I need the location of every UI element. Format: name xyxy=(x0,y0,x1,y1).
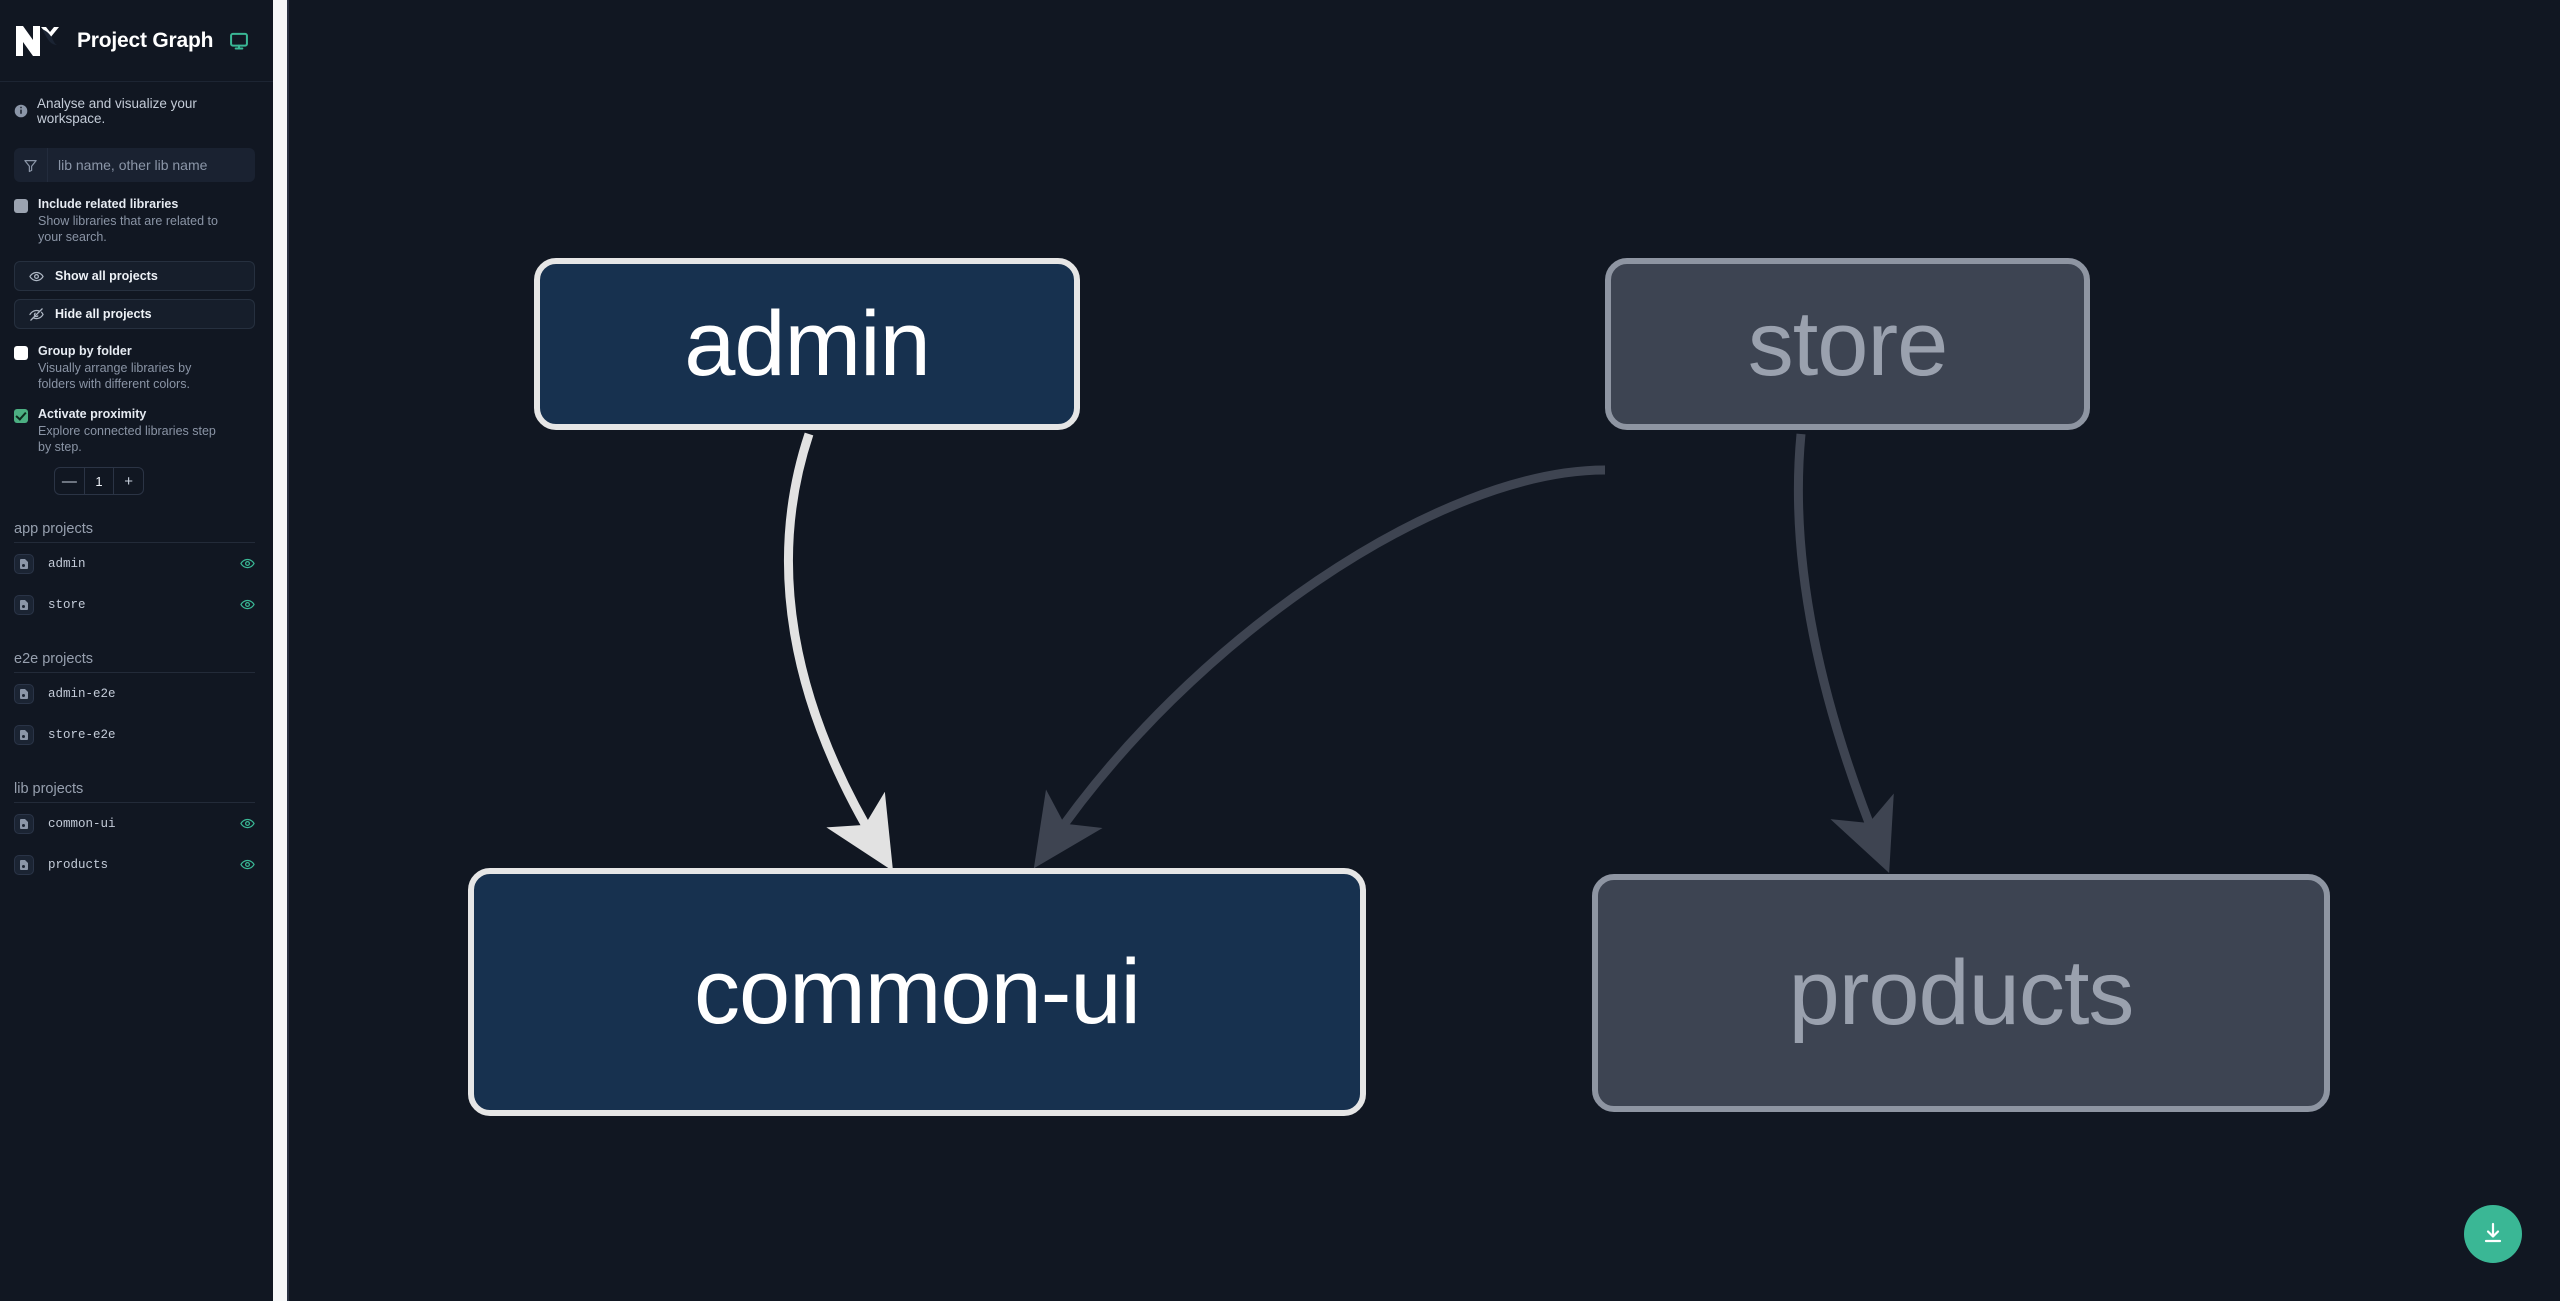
sidebar-scrollbar[interactable] xyxy=(273,0,287,1301)
info-circle-icon xyxy=(14,104,28,118)
graph-node-label: common-ui xyxy=(693,941,1141,1043)
project-name: common-ui xyxy=(48,816,116,831)
project-row-admin-e2e[interactable]: admin-e2e xyxy=(14,673,255,714)
graph-node-common-ui[interactable]: common-ui xyxy=(468,868,1366,1116)
proximity-increment-button[interactable]: + xyxy=(114,468,143,494)
project-row-common-ui[interactable]: common-ui xyxy=(14,803,255,844)
activate-proximity-checkbox[interactable] xyxy=(14,409,28,423)
option-description: Visually arrange libraries by folders wi… xyxy=(38,361,192,391)
project-file-icon xyxy=(14,553,34,574)
project-file-icon xyxy=(14,813,34,834)
sidebar-divider xyxy=(287,0,289,1301)
option-title: Group by folder xyxy=(38,344,132,358)
project-visibility-eye-icon[interactable] xyxy=(240,816,255,831)
tagline-text: Analyse and visualize your workspace. xyxy=(37,96,197,126)
proximity-decrement-button[interactable]: — xyxy=(55,468,84,494)
hide-all-projects-button[interactable]: Hide all projects xyxy=(14,299,255,329)
edge-store-to-common-ui xyxy=(1033,465,1606,869)
group-by-folder-checkbox[interactable] xyxy=(14,346,28,360)
project-file-icon xyxy=(14,854,34,875)
project-row-store[interactable]: store xyxy=(14,584,255,625)
project-name: admin-e2e xyxy=(48,686,116,701)
nx-logo-icon xyxy=(14,24,61,58)
project-row-admin[interactable]: admin xyxy=(14,543,255,584)
option-title: Include related libraries xyxy=(38,197,179,211)
graph-node-label: store xyxy=(1747,293,1949,395)
option-include-related-libraries[interactable]: Include related libraries Show libraries… xyxy=(0,182,273,245)
group-e2e-projects: e2e projects admin-e2e store-e2 xyxy=(0,651,273,755)
eye-off-icon xyxy=(29,307,44,322)
option-title: Activate proximity xyxy=(38,407,147,421)
project-file-icon xyxy=(14,594,34,615)
option-description: Explore connected libraries step by step… xyxy=(38,424,216,454)
project-graph-canvas[interactable]: admin store common-ui products xyxy=(289,0,2560,1301)
page-title: Project Graph xyxy=(77,28,214,52)
graph-node-store[interactable]: store xyxy=(1605,258,2090,430)
proximity-stepper[interactable]: — 1 + xyxy=(54,467,144,495)
proximity-value: 1 xyxy=(83,468,115,494)
graph-node-label: products xyxy=(1788,942,2135,1044)
option-description: Show libraries that are related to your … xyxy=(38,214,218,244)
search-field-wrapper[interactable] xyxy=(14,148,255,182)
project-visibility-eye-icon[interactable] xyxy=(240,597,255,612)
project-name: store xyxy=(48,597,86,612)
edge-admin-to-common-ui xyxy=(783,432,894,872)
include-related-libraries-checkbox[interactable] xyxy=(14,199,28,213)
project-visibility-eye-icon[interactable] xyxy=(240,857,255,872)
funnel-filter-icon xyxy=(14,148,48,182)
download-icon xyxy=(2481,1221,2505,1248)
search-input[interactable] xyxy=(48,148,255,182)
project-name: products xyxy=(48,857,109,872)
group-heading: e2e projects xyxy=(14,651,255,673)
graph-node-admin[interactable]: admin xyxy=(534,258,1080,430)
project-name: admin xyxy=(48,556,86,571)
group-app-projects: app projects admin xyxy=(0,521,273,625)
show-all-projects-button[interactable]: Show all projects xyxy=(14,261,255,291)
download-graph-button[interactable] xyxy=(2464,1205,2522,1263)
eye-icon xyxy=(29,269,44,284)
group-heading: app projects xyxy=(14,521,255,543)
sidebar: Project Graph Analyse and visualize your… xyxy=(0,0,273,1301)
hide-all-projects-label: Hide all projects xyxy=(55,307,152,321)
project-visibility-eye-icon[interactable] xyxy=(240,556,255,571)
group-lib-projects: lib projects common-ui xyxy=(0,781,273,885)
edge-store-to-products xyxy=(1793,433,1894,874)
tagline: Analyse and visualize your workspace. xyxy=(0,82,273,136)
monitor-icon[interactable] xyxy=(229,31,249,51)
option-activate-proximity[interactable]: Activate proximity Explore connected lib… xyxy=(0,392,273,455)
graph-node-label: admin xyxy=(684,293,931,395)
project-name: store-e2e xyxy=(48,727,116,742)
graph-edges-layer xyxy=(783,432,1894,874)
sidebar-header: Project Graph xyxy=(0,0,273,82)
show-all-projects-label: Show all projects xyxy=(55,269,158,283)
project-file-icon xyxy=(14,683,34,704)
project-row-products[interactable]: products xyxy=(14,844,255,885)
graph-node-products[interactable]: products xyxy=(1592,874,2330,1112)
option-group-by-folder[interactable]: Group by folder Visually arrange librari… xyxy=(0,329,273,392)
group-heading: lib projects xyxy=(14,781,255,803)
project-file-icon xyxy=(14,724,34,745)
project-row-store-e2e[interactable]: store-e2e xyxy=(14,714,255,755)
